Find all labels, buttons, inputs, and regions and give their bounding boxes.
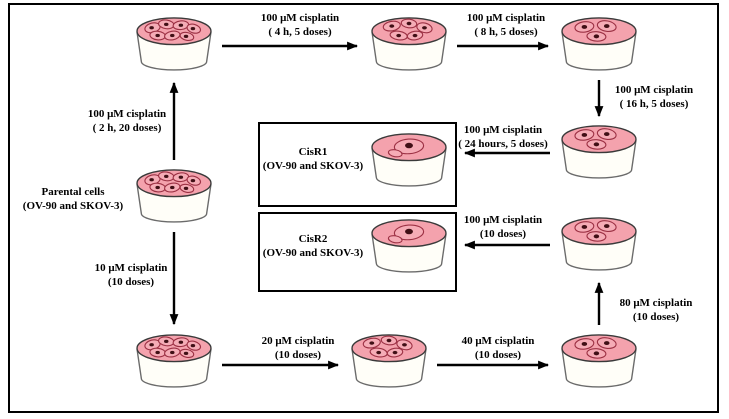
- dose-label-80um: 80 μM cisplatin (10 doses): [600, 297, 712, 324]
- petri-dish-cisr1: [366, 130, 452, 192]
- label-line: 10 μM cisplatin: [94, 262, 168, 274]
- cisr1-label: CisR1 (OV-90 and SKOV-3): [260, 146, 366, 173]
- dose-label-2h: 100 μM cisplatin ( 2 h, 20 doses): [74, 108, 180, 135]
- figure-border: [8, 3, 719, 413]
- petri-dish-top-right: [556, 14, 642, 76]
- petri-dish-top-middle: [366, 14, 452, 76]
- label-line: ( 8 h, 5 doses): [474, 25, 538, 38]
- label-line: (10 doses): [474, 348, 522, 361]
- petri-dish-cisr2: [366, 216, 452, 278]
- label-line: 100 μM cisplatin: [463, 214, 543, 226]
- petri-dish-top-left: [131, 14, 217, 76]
- label-line: (10 doses): [479, 227, 527, 240]
- cisr2-box: [258, 212, 457, 292]
- dose-label-40um: 40 μM cisplatin (10 doses): [444, 335, 552, 362]
- label-line: 100 μM cisplatin: [260, 12, 340, 24]
- label-line: ( 16 h, 5 doses): [619, 97, 689, 110]
- label-line: (OV-90 and SKOV-3): [22, 199, 124, 212]
- label-line: ( 2 h, 20 doses): [92, 121, 162, 134]
- label-line: 100 μM cisplatin: [614, 84, 694, 96]
- label-line: Parental cells: [41, 186, 105, 198]
- label-line: ( 24 hours, 5 doses): [458, 137, 548, 150]
- dose-label-100um-10: 100 μM cisplatin (10 doses): [450, 214, 556, 241]
- petri-dish-16h: [556, 122, 642, 184]
- dose-label-8h: 100 μM cisplatin ( 8 h, 5 doses): [450, 12, 562, 39]
- parental-cells-label: Parental cells (OV-90 and SKOV-3): [14, 186, 132, 213]
- cisr2-label: CisR2 (OV-90 and SKOV-3): [260, 233, 366, 260]
- label-line: 100 μM cisplatin: [466, 12, 546, 24]
- petri-dish-bottom-right: [556, 331, 642, 393]
- label-line: (OV-90 and SKOV-3): [262, 159, 364, 172]
- label-line: 80 μM cisplatin: [619, 297, 693, 309]
- dose-label-24h: 100 μM cisplatin ( 24 hours, 5 doses): [450, 124, 556, 151]
- label-line: 20 μM cisplatin: [261, 335, 335, 347]
- label-line: (10 doses): [274, 348, 322, 361]
- label-line: (OV-90 and SKOV-3): [262, 246, 364, 259]
- label-line: 100 μM cisplatin: [463, 124, 543, 136]
- petri-dish-bottom-left: [131, 331, 217, 393]
- dose-label-10um: 10 μM cisplatin (10 doses): [78, 262, 184, 289]
- dose-label-4h: 100 μM cisplatin ( 4 h, 5 doses): [244, 12, 356, 39]
- label-line: ( 4 h, 5 doses): [268, 25, 332, 38]
- label-line: 40 μM cisplatin: [461, 335, 535, 347]
- dose-label-20um: 20 μM cisplatin (10 doses): [244, 335, 352, 362]
- dose-label-16h: 100 μM cisplatin ( 16 h, 5 doses): [592, 84, 716, 111]
- label-line: 100 μM cisplatin: [87, 108, 167, 120]
- label-line: (10 doses): [107, 275, 155, 288]
- petri-dish-bottom-middle: [346, 331, 432, 393]
- petri-dish-parental: [131, 166, 217, 228]
- label-line: (10 doses): [632, 310, 680, 323]
- petri-dish-80um: [556, 214, 642, 276]
- label-line: CisR2: [298, 233, 328, 245]
- label-line: CisR1: [298, 146, 328, 158]
- cisr1-box: [258, 122, 457, 207]
